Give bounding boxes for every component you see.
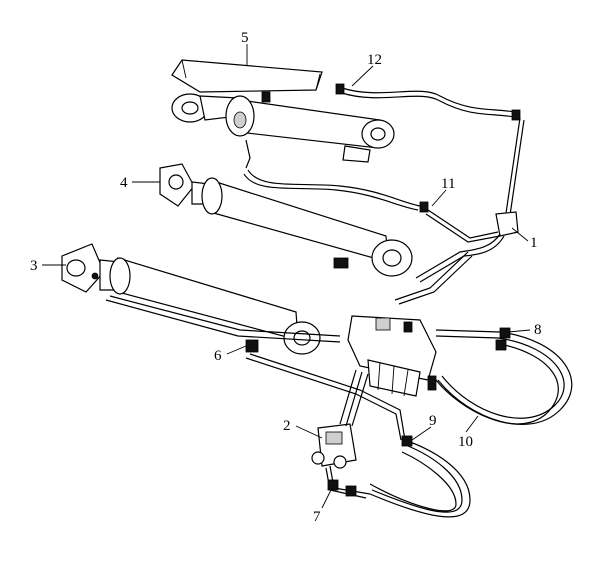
guard-plate-5 — [171, 59, 323, 93]
callout-2: 2 — [283, 418, 291, 434]
callout-12: 12 — [367, 52, 382, 68]
callout-8: 8 — [534, 322, 542, 338]
barrel-5 — [237, 99, 381, 149]
callout-10: 10 — [458, 434, 473, 450]
leader-lines — [42, 44, 531, 509]
cylinder-4 — [159, 163, 413, 277]
leader-8 — [507, 329, 531, 333]
callout-labels: 5 12 4 11 1 3 8 6 2 9 10 7 — [30, 30, 542, 525]
callout-5: 5 — [241, 30, 249, 46]
callout-4: 4 — [120, 175, 128, 191]
leader-1 — [511, 227, 529, 242]
leader-10 — [465, 415, 479, 433]
control-valve — [347, 315, 437, 397]
callout-11: 11 — [441, 176, 455, 192]
leader-6 — [226, 345, 247, 355]
callout-1: 1 — [530, 235, 538, 251]
barrel-4 — [209, 179, 389, 263]
leader-2 — [295, 425, 323, 439]
callout-7: 7 — [313, 509, 321, 525]
callout-6: 6 — [214, 348, 222, 364]
valve-2 — [311, 423, 357, 469]
leader-9 — [411, 426, 432, 441]
cylinder-3 — [61, 243, 321, 355]
callout-9: 9 — [429, 413, 437, 429]
cylinder-5 — [171, 59, 395, 163]
leader-11 — [431, 189, 447, 207]
hoses — [105, 83, 573, 518]
callout-3: 3 — [30, 258, 38, 274]
leader-12 — [351, 65, 374, 87]
leader-7 — [321, 487, 333, 509]
